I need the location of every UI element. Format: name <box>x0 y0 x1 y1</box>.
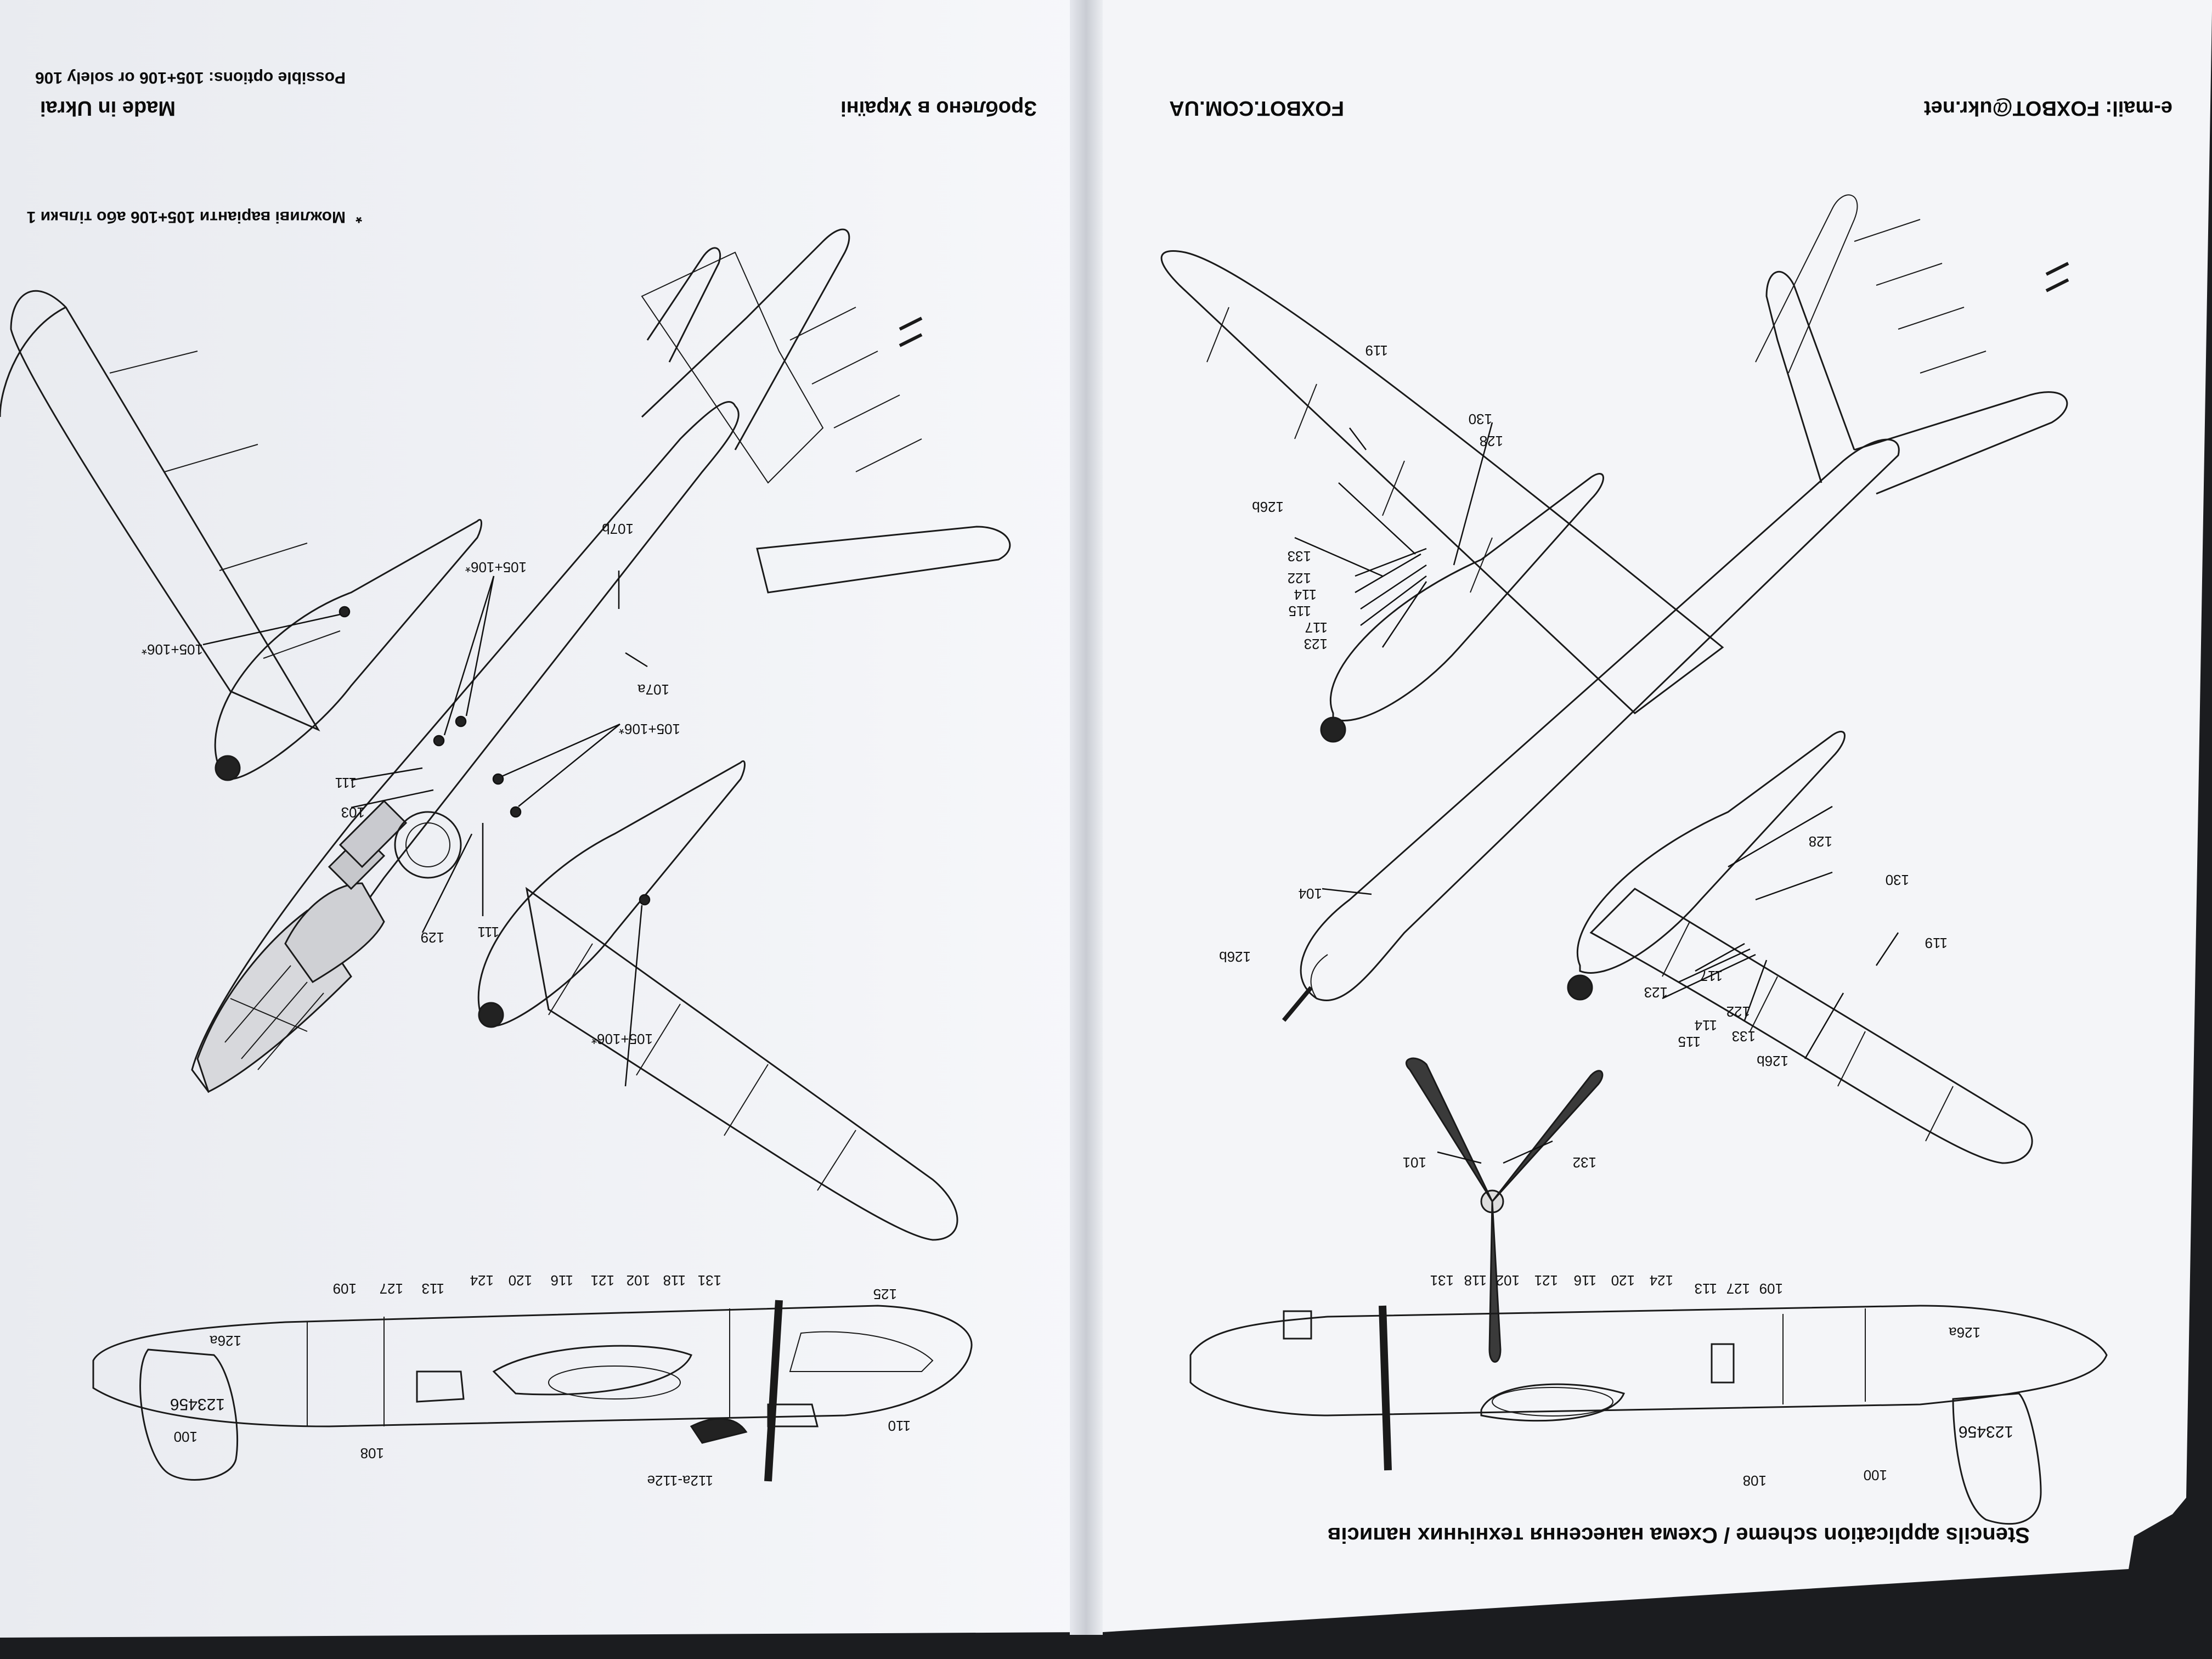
label-side-118: 118 <box>663 1272 686 1289</box>
label-111-b: 111 <box>477 924 499 940</box>
label-side-121: 121 <box>591 1272 614 1289</box>
website-label: FOXBOT.COM.UA <box>1169 97 1344 120</box>
label-128-b: 128 <box>1809 833 1832 850</box>
label-123-b: 123 <box>1644 984 1668 1001</box>
right-top-view-aircraft <box>1160 194 2069 1363</box>
label-r-side-109: 109 <box>1759 1280 1783 1297</box>
label-r-side-100: 100 <box>1864 1467 1887 1483</box>
label-105-106-b: 105+106* <box>465 559 527 575</box>
label-r-side-116: 116 <box>1574 1272 1596 1289</box>
registration-number-right: 123456 <box>1959 1423 2013 1441</box>
right-side-view-aircraft <box>1189 1305 2108 1525</box>
label-side-125: 125 <box>873 1286 897 1302</box>
label-123-a: 123 <box>1304 636 1328 652</box>
left-top-view-aircraft <box>0 228 1011 1241</box>
label-122-a: 122 <box>1288 570 1311 586</box>
label-side-131: 131 <box>698 1272 721 1289</box>
right-top-view-labels: 119 130 128 126b 133 122 114 115 117 123… <box>1219 342 1948 1171</box>
label-126b-a: 126b <box>1252 499 1284 515</box>
stencils-title: Stencils application scheme / Схема нане… <box>1328 1523 2030 1547</box>
label-side-120: 120 <box>509 1272 532 1289</box>
label-side-102: 102 <box>627 1272 650 1289</box>
right-side-view-labels: 131 118 102 121 116 120 124 113 127 109 … <box>1430 1272 2013 1489</box>
label-119-a: 119 <box>1365 342 1388 359</box>
label-104: 104 <box>1299 885 1322 902</box>
options-note-star: * <box>356 208 362 226</box>
label-r-side-124: 124 <box>1650 1272 1673 1289</box>
label-side-108: 108 <box>360 1445 384 1462</box>
label-122-b: 122 <box>1726 1003 1750 1020</box>
options-note-en: Possible options: 105+106 or solely 106 <box>35 69 346 87</box>
label-133-b: 133 <box>1732 1028 1756 1045</box>
label-133-a: 133 <box>1288 548 1311 565</box>
label-side-127: 127 <box>380 1280 403 1297</box>
label-115-b: 115 <box>1678 1034 1701 1050</box>
label-107a: 107a <box>637 681 669 698</box>
label-130-b: 130 <box>1886 872 1909 888</box>
made-in-ukraine-en: Made in Ukrai <box>40 97 176 120</box>
label-side-110: 110 <box>888 1418 911 1434</box>
label-r-side-118: 118 <box>1464 1272 1487 1289</box>
label-side-100: 100 <box>174 1429 198 1445</box>
label-132: 132 <box>1573 1154 1596 1171</box>
label-119-b: 119 <box>1925 935 1948 951</box>
label-105-106-d: 105+106* <box>591 1031 653 1047</box>
email-label: e-mail: FOXBOT@ukr.net <box>1924 97 2172 120</box>
label-114-b: 114 <box>1695 1017 1717 1034</box>
label-117-b: 117 <box>1700 968 1723 984</box>
label-r-side-120: 120 <box>1611 1272 1635 1289</box>
page-gutter <box>1070 0 1103 1635</box>
left-page <box>0 0 1092 1638</box>
label-side-109: 109 <box>333 1280 357 1297</box>
label-side-113: 113 <box>422 1280 444 1297</box>
right-page <box>1084 0 2212 1632</box>
label-r-side-108: 108 <box>1743 1472 1767 1489</box>
left-side-view-aircraft <box>92 1300 973 1482</box>
label-107b: 107b <box>602 521 634 537</box>
label-r-side-102: 102 <box>1496 1272 1520 1289</box>
label-side-126a: 126a <box>210 1333 241 1349</box>
label-105-106-c: 105+106* <box>619 721 680 737</box>
made-in-ukraine-ua: Зроблено в Україні <box>840 97 1037 120</box>
label-side-112: 112a-112e <box>647 1472 713 1489</box>
left-side-view-labels: 109 127 113 124 120 116 121 102 118 131 … <box>170 1272 911 1489</box>
label-126b-c: 126b <box>1757 1053 1788 1069</box>
label-111-a: 111 <box>335 775 357 791</box>
label-114-a: 114 <box>1294 586 1317 603</box>
label-130-a: 130 <box>1469 411 1492 427</box>
label-126b-b: 126b <box>1219 949 1251 965</box>
left-page-header: Зроблено в Україні Made in Ukrai Possibl… <box>27 69 1037 226</box>
registration-number: 123456 <box>170 1395 225 1413</box>
label-128-a: 128 <box>1480 433 1503 449</box>
label-105-106-a: 105+106* <box>142 641 203 658</box>
label-r-side-127: 127 <box>1726 1280 1750 1297</box>
label-115-a: 115 <box>1289 603 1311 619</box>
label-r-side-113: 113 <box>1695 1280 1717 1297</box>
label-117-a: 117 <box>1305 619 1328 636</box>
label-r-side-126a: 126a <box>1949 1324 1980 1341</box>
label-129: 129 <box>421 929 444 946</box>
label-101: 101 <box>1403 1154 1426 1171</box>
label-r-side-131: 131 <box>1430 1272 1454 1289</box>
label-103: 103 <box>341 804 365 821</box>
label-r-side-121: 121 <box>1534 1272 1558 1289</box>
left-top-view-callouts <box>202 571 651 1087</box>
left-top-view-labels: 105+106* 105+106* 105+106* 105+106* 107b… <box>142 521 680 1047</box>
right-page-header: FOXBOT.COM.UA e-mail: FOXBOT@ukr.net Ste… <box>1169 97 2172 1547</box>
options-note-ua: Можливі варіанти 105+106 або тільки 1 <box>27 208 346 226</box>
label-side-116: 116 <box>551 1272 573 1289</box>
label-side-124: 124 <box>470 1272 494 1289</box>
right-top-view-callouts <box>1294 422 1899 1164</box>
